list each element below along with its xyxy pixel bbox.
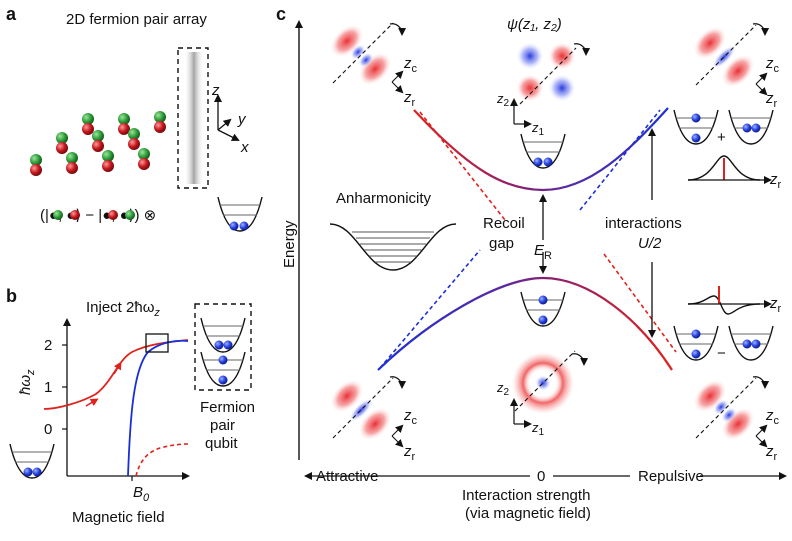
xaxis-title-1: Interaction strength <box>462 487 590 504</box>
anharmonicity-label: Anharmonicity <box>336 190 432 207</box>
axis-y-label: y <box>237 111 247 128</box>
axis-z-label: z <box>211 82 220 99</box>
svg-text:zc: zc <box>765 55 780 75</box>
xaxis-repulsive: Repulsive <box>638 468 704 485</box>
b-xlabel: Magnetic field <box>72 509 165 526</box>
lower-branch <box>377 276 673 371</box>
xaxis-zero: 0 <box>537 468 545 485</box>
panel-label-c: c <box>276 4 286 24</box>
light-sheet <box>184 52 204 184</box>
superposition-minus: − <box>673 325 774 362</box>
superposition-plus: + <box>673 109 774 146</box>
atom-pair <box>82 113 94 135</box>
b-blue-curve <box>127 339 189 477</box>
recoil-gap-2: gap <box>489 235 514 252</box>
atom-pair <box>128 128 140 150</box>
psi-label: ψ(z₁, z₂) <box>507 16 562 33</box>
b-ylabel: ħωz <box>17 369 37 395</box>
b-zoom-box <box>145 333 169 353</box>
z1z2-axes-bottom: z2 z1 <box>496 380 545 438</box>
panel-b: b Inject 2ħωz 2 1 0 ħωz B0 Magnetic fiel… <box>6 286 255 526</box>
atom-pair <box>118 113 130 135</box>
b-ytick-0: 0 <box>44 421 52 438</box>
panel-a-title: 2D fermion pair array <box>66 11 207 28</box>
u-half-label: U/2 <box>638 235 662 252</box>
axis-x-label: x <box>240 139 249 156</box>
atom-pair-array <box>30 111 166 176</box>
atom-pair <box>56 132 68 154</box>
corner-map-bottom-left: zc zr <box>323 372 418 463</box>
svg-text:zr: zr <box>765 90 778 110</box>
atom-pair <box>66 152 78 174</box>
upper-branch <box>413 107 669 192</box>
panel-label-b: b <box>6 286 17 306</box>
svg-text:zr: zr <box>403 89 416 109</box>
atom-pair <box>102 150 114 172</box>
svg-text:zr: zr <box>769 171 782 191</box>
svg-text:+: + <box>717 129 726 146</box>
asymptote-blue-lower <box>379 249 481 369</box>
svg-text:zc: zc <box>765 407 780 427</box>
axis-triad: z y x <box>211 82 249 156</box>
svg-text:ħωz: ħωz <box>17 369 37 395</box>
svg-text:z2: z2 <box>496 380 510 398</box>
svg-text:−: − <box>717 345 726 362</box>
svg-text:zr: zr <box>765 443 778 463</box>
asymptote-red-lower <box>603 253 677 353</box>
recoil-gap-1: Recoil <box>483 215 525 232</box>
xaxis-title-2: (via magnetic field) <box>465 505 591 522</box>
atom-pair <box>138 148 150 170</box>
panel-label-a: a <box>6 4 17 24</box>
b-red-curve <box>43 339 189 410</box>
corner-map-top-right: zc zr <box>686 19 780 110</box>
qubit-label-2: pair <box>210 417 235 434</box>
energy-label: Energy <box>281 220 298 268</box>
svg-text:zc: zc <box>403 55 418 75</box>
panel-c: c Energy Attractive 0 Repulsive Interact… <box>276 4 787 522</box>
relative-wavefunction-upper: zr <box>687 155 782 191</box>
center-well-upper <box>520 133 566 169</box>
light-sheet-box <box>177 47 209 189</box>
b-xtick-b0: B0 <box>133 484 150 504</box>
interactions-label: interactions <box>605 215 682 232</box>
xaxis-attractive: Attractive <box>316 468 379 485</box>
atom-pair <box>154 111 166 133</box>
svg-text:zr: zr <box>769 295 782 315</box>
corner-map-top-left: zc zr <box>323 17 418 109</box>
er-label: ER <box>534 242 552 262</box>
pair-state-formula: (|●, ●⟩ − |●, ●⟩) ⊗ <box>40 196 263 232</box>
panel-a: a 2D fermion pair array z y x <box>6 4 263 232</box>
relative-wavefunction-lower: zr <box>687 286 782 315</box>
b-ytick-1: 1 <box>44 379 52 396</box>
qubit-box <box>194 303 252 391</box>
corner-map-bottom-right: zc zr <box>686 372 780 463</box>
svg-text:Energy: Energy <box>281 220 298 268</box>
svg-text:z1: z1 <box>531 120 545 138</box>
svg-text:zr: zr <box>403 443 416 463</box>
b-red-dashed-curve <box>135 443 189 477</box>
anharmonic-potential <box>329 223 457 271</box>
qubit-label-3: qubit <box>205 435 238 452</box>
svg-text:z1: z1 <box>531 420 545 438</box>
svg-text:zc: zc <box>403 407 418 427</box>
atom-pair <box>92 130 104 152</box>
z1z2-axes-top: z2 z1 <box>496 91 545 138</box>
panel-b-title: Inject 2ħωz <box>86 299 160 319</box>
psi-map-bottom <box>511 350 589 415</box>
svg-text:z2: z2 <box>496 91 510 109</box>
atom-pair <box>30 154 42 176</box>
asymptote-blue-upper <box>579 109 661 211</box>
psi-map-top <box>516 42 591 105</box>
b-ytick-2: 2 <box>44 337 52 354</box>
qubit-label-1: Fermion <box>200 399 255 416</box>
